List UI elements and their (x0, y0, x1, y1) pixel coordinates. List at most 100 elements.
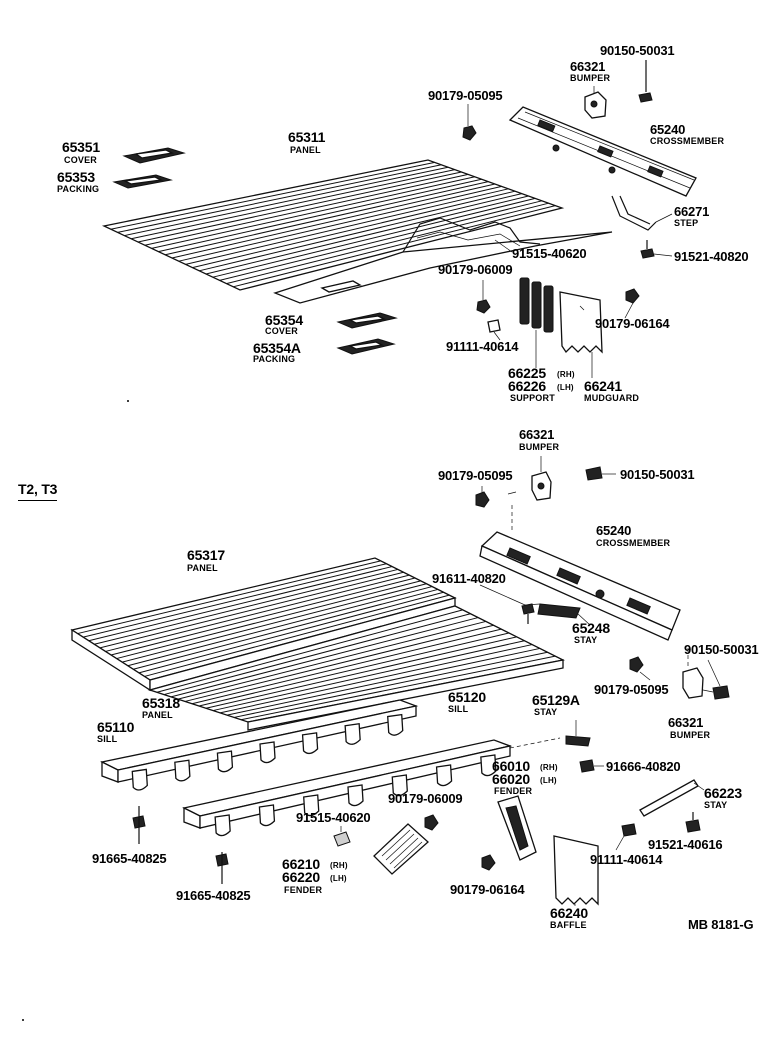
label-66321-bottom-upper: 66321 (519, 427, 555, 442)
sill-bracket (387, 713, 404, 736)
panel-rib (117, 164, 442, 233)
label-90179-05095-bottom-upper: 90179-05095 (438, 468, 513, 483)
panel-rib (116, 580, 421, 660)
label-sill-65110: SILL (97, 734, 118, 744)
label-90179-06164-bottom: 90179-06164 (450, 882, 525, 897)
label-91665-40825-a: 91665-40825 (92, 851, 167, 866)
bolt-90150-50031-top (638, 60, 653, 103)
support-66225-66226 (519, 277, 554, 368)
label-65311: 65311 (288, 129, 326, 145)
panel-rib (158, 178, 482, 253)
bolt-90150-50031-bottom-upper (585, 466, 616, 481)
panel-rib (131, 169, 455, 240)
sill-bracket (174, 759, 191, 782)
label-65317: 65317 (187, 547, 225, 563)
cover-65351 (122, 147, 186, 164)
label-bumper-bottom-upper: BUMPER (519, 442, 560, 452)
bolt-91665-40825-a (132, 806, 146, 844)
label-cover-65351: COVER (64, 155, 98, 165)
panel-rib (205, 195, 529, 275)
sill-bracket (214, 814, 231, 837)
label-65318: 65318 (142, 695, 180, 711)
panel-rib (233, 651, 548, 718)
label-66223: 66223 (704, 785, 742, 801)
label-bumper-bottom-lower: BUMPER (670, 730, 711, 740)
panel-rib (94, 568, 398, 645)
sill-bracket (435, 764, 453, 787)
label-mudguard: MUDGUARD (584, 393, 640, 403)
label-90179-06009-top: 90179-06009 (438, 262, 513, 277)
label-66220-lh: (LH) (330, 874, 347, 883)
label-65240-bottom: 65240 (596, 523, 632, 538)
sill-bracket (259, 741, 276, 764)
speck (22, 1019, 24, 1021)
label-91666-40820: 91666-40820 (606, 759, 681, 774)
panel-rib (171, 183, 496, 259)
label-90179-06164-top: 90179-06164 (595, 316, 670, 331)
label-cover-65354: COVER (265, 326, 299, 336)
panel-rib (77, 560, 381, 635)
panel-rib (240, 655, 556, 721)
label-packing-65353: PACKING (57, 184, 100, 194)
sill-bracket (347, 784, 364, 807)
label-65248: 65248 (572, 620, 610, 636)
fender-66010-66020 (497, 795, 537, 861)
sill-bracket (258, 804, 276, 827)
dash-3 (509, 737, 561, 749)
label-65129A: 65129A (532, 692, 580, 708)
label-66220: 66220 (282, 869, 320, 885)
panel-rib (192, 190, 516, 269)
leader-91515-40620 (494, 239, 513, 253)
panel-rib (144, 173, 469, 246)
bed-panel-65318 (147, 605, 565, 731)
panel-rib (198, 632, 510, 707)
label-90179-06009-bottom: 90179-06009 (388, 791, 463, 806)
label-90179-05095-bottom-lower: 90179-05095 (594, 682, 669, 697)
label-panel-65318: PANEL (142, 710, 173, 720)
sill-bracket (344, 722, 361, 745)
label-91111-40614-bottom: 91111-40614 (590, 852, 663, 867)
panel-rib (191, 628, 502, 705)
panel-rib (124, 166, 449, 237)
nut-90179-06164-bottom (481, 854, 496, 871)
panel-rib (233, 205, 556, 288)
bed-panel-65311 (101, 159, 613, 304)
bolt-91665-40825-b (215, 852, 229, 884)
panel-rib (151, 176, 476, 249)
label-stay-65129A: STAY (534, 707, 558, 717)
nut-90179-06164-top (624, 288, 640, 319)
label-packing-65354A: PACKING (253, 354, 296, 364)
nut-90179-05095-bottom-lower (629, 656, 651, 681)
nut-90179-05095-bottom-upper (475, 486, 490, 508)
dash-1 (507, 491, 517, 495)
fender-66210-66220 (373, 823, 429, 875)
label-66226-lh: (LH) (557, 383, 574, 392)
panel-rib (163, 613, 471, 696)
label-crossmember-bottom: CROSSMEMBER (596, 538, 671, 548)
label-step: STEP (674, 218, 699, 228)
bumper-66321-bottom-lower (682, 648, 730, 700)
section-label-t2-t3: T2, T3 (18, 482, 57, 501)
label-65110: 65110 (97, 719, 135, 735)
sill-bracket (131, 768, 148, 791)
label-65120: 65120 (448, 689, 486, 705)
nut-90179-06009-bottom (424, 814, 439, 831)
mudguard-66241 (559, 291, 603, 378)
panel-rib (212, 640, 525, 712)
bumper-66321-bottom-upper (531, 456, 552, 501)
bolt-91111-40614-bottom (615, 823, 637, 851)
label-66321-bottom-lower: 66321 (668, 715, 704, 730)
panel-rib (133, 588, 438, 670)
panel-rib (165, 181, 489, 256)
nut-90179-05095-top (462, 104, 477, 141)
label-stay-65248: STAY (574, 635, 598, 645)
label-panel-65317: PANEL (187, 563, 218, 573)
cover-65354 (336, 312, 398, 329)
label-91521-40616: 91521-40616 (648, 837, 723, 852)
label-91521-40820: 91521-40820 (674, 249, 749, 264)
bolt-91111-40614-top (487, 319, 501, 341)
baffle-66240 (553, 835, 599, 906)
bolt-91521-40820 (640, 240, 673, 259)
packing-65354A (336, 338, 396, 355)
